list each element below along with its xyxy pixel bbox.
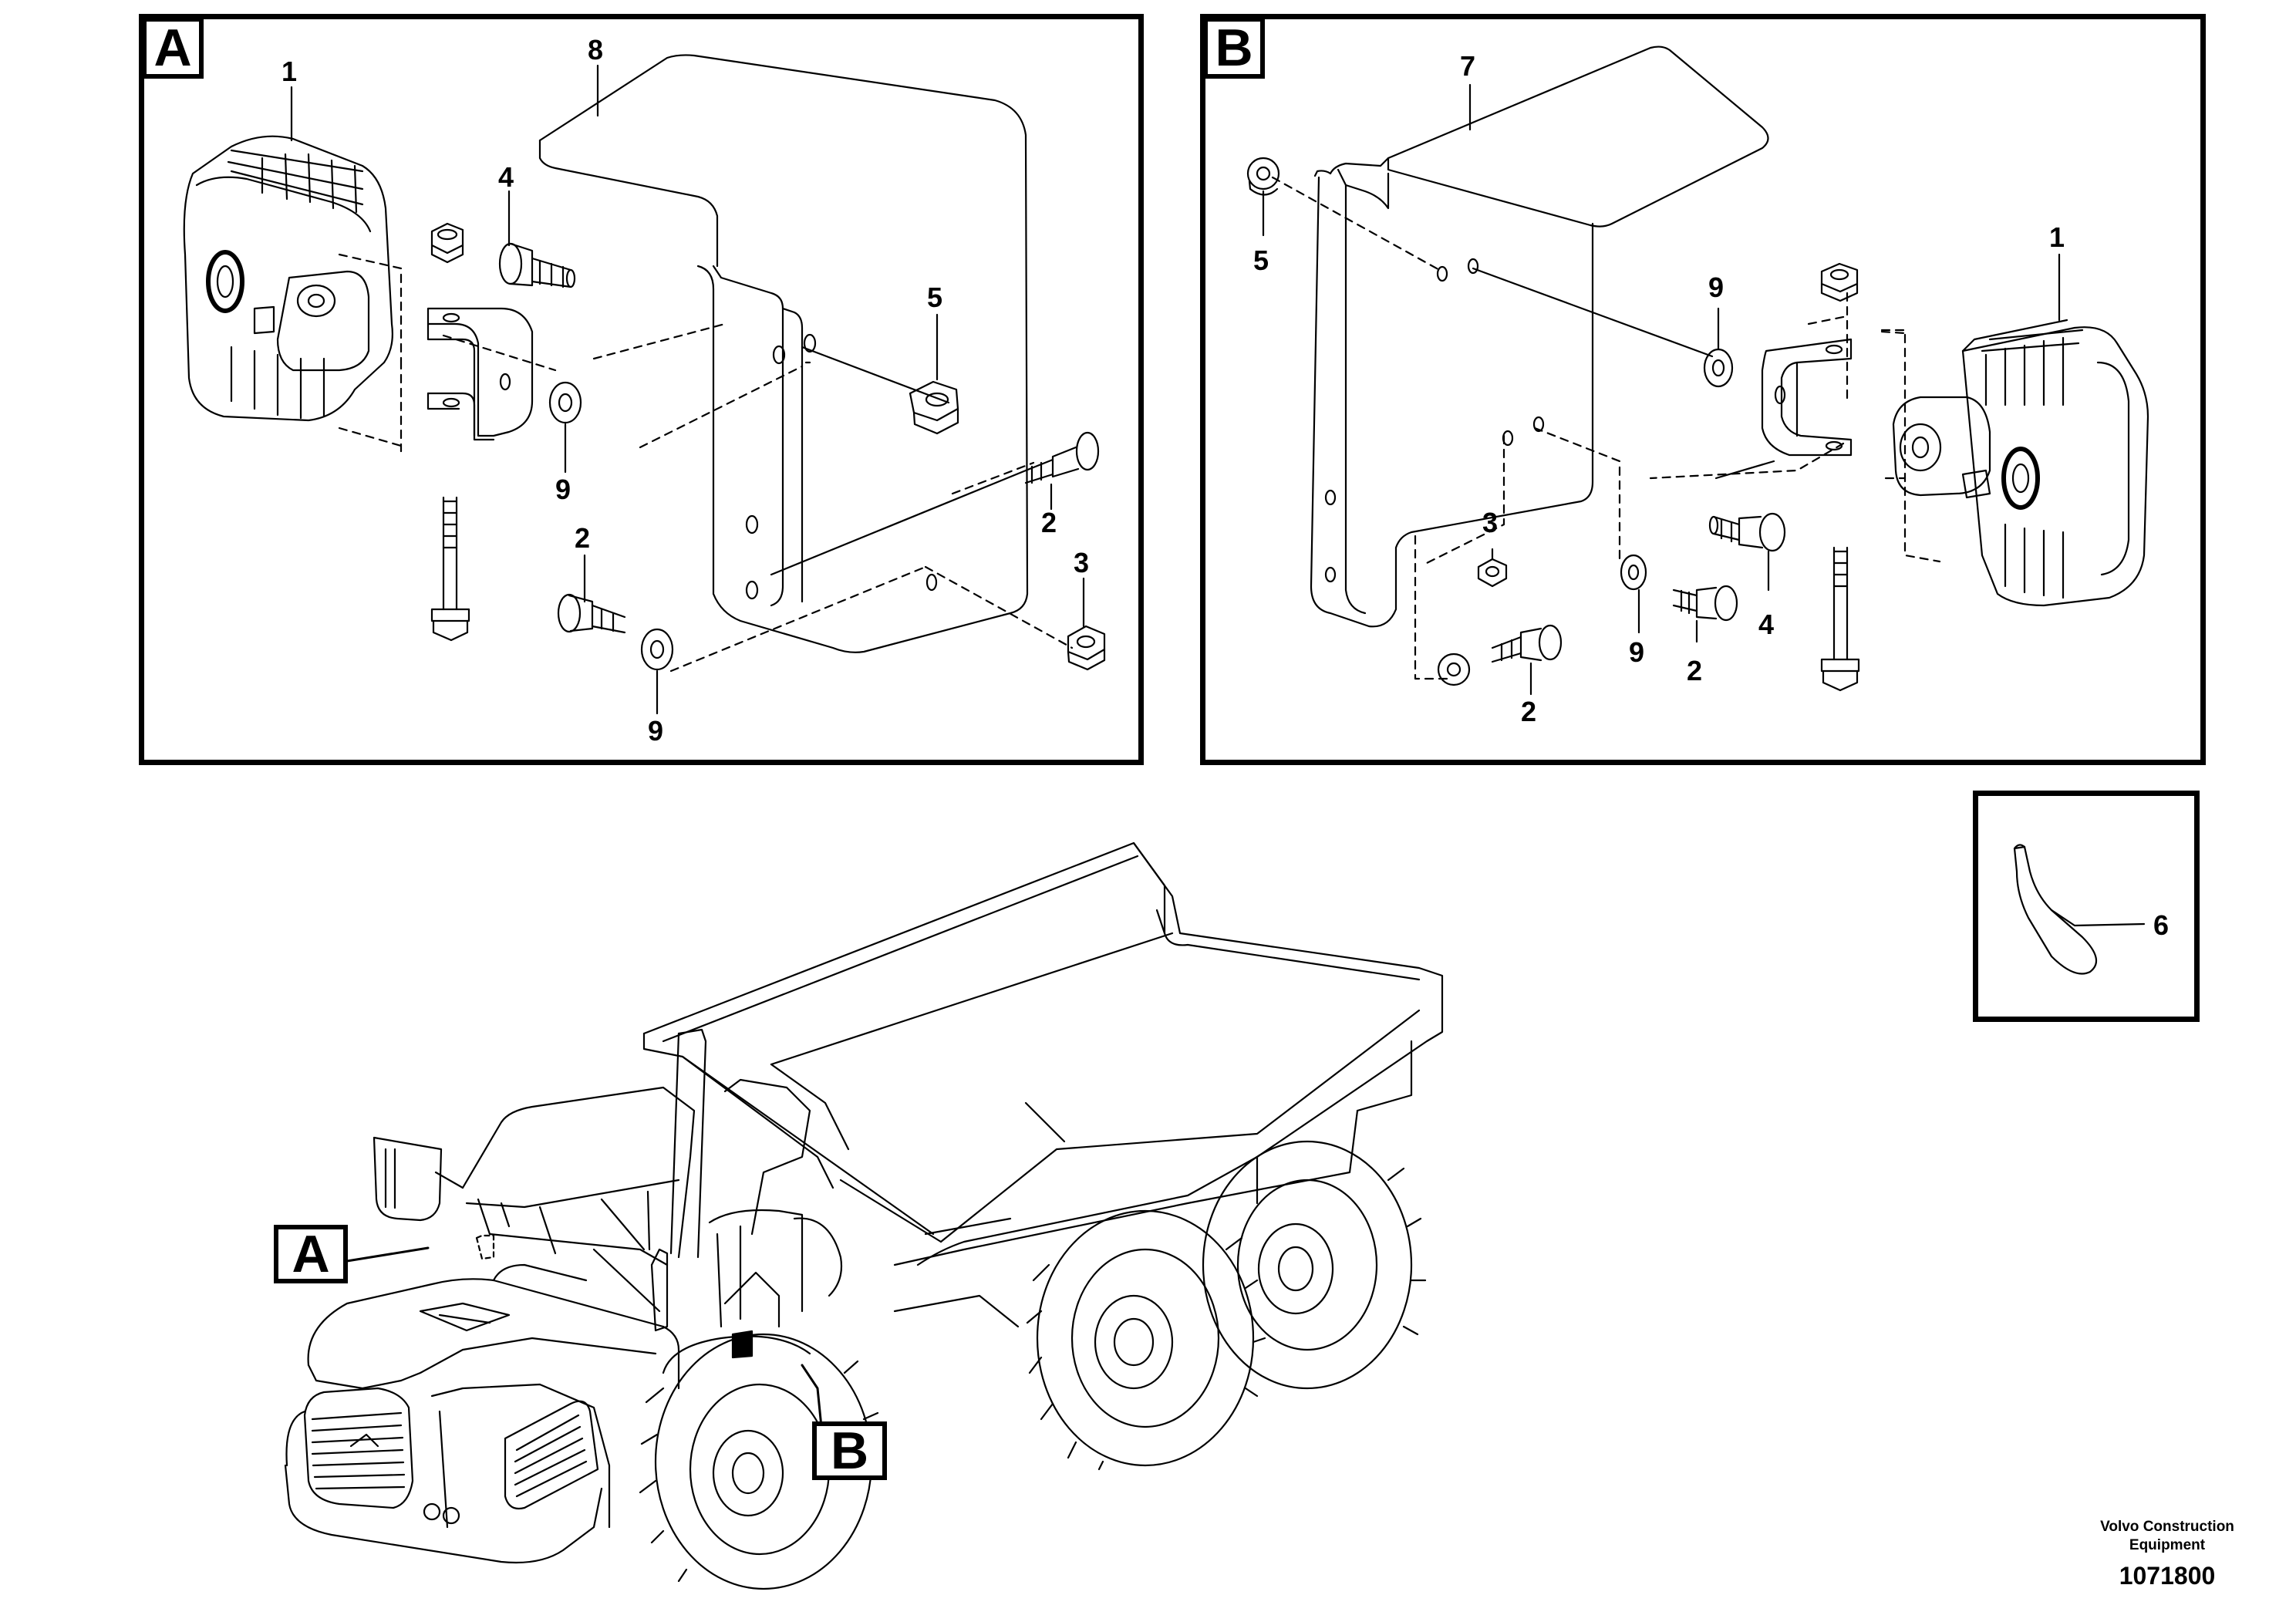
company-name: Volvo Construction Equipment — [2067, 1518, 2267, 1555]
callout-b-9-lower: 9 — [1629, 636, 1645, 668]
leader-lines-b — [1263, 85, 2059, 694]
dashed-guides-a — [339, 255, 1072, 671]
callout-b-4: 4 — [1758, 609, 1775, 640]
company-line-1: Volvo Construction — [2100, 1519, 2234, 1535]
bolt-a-4 — [500, 244, 575, 287]
callout-a-4: 4 — [498, 161, 514, 193]
machine-tag-b: B — [812, 1421, 887, 1480]
long-bolt-a — [432, 497, 469, 640]
dashed-guides-b — [1273, 177, 1940, 679]
callout-a-9-upper: 9 — [555, 474, 571, 505]
callout-b-5: 5 — [1253, 244, 1269, 276]
callout-a-2-right: 2 — [1041, 507, 1057, 538]
company-line-2: Equipment — [2129, 1537, 2206, 1553]
leader-lines-a — [292, 66, 1084, 713]
callout-b-1: 1 — [2049, 221, 2065, 253]
detail-panel-b — [1200, 14, 2206, 765]
nut-b-top — [1822, 264, 1857, 301]
callout-a-9-lower: 9 — [648, 715, 664, 747]
nut-a-3 — [1068, 626, 1104, 669]
bolt-b-2-middle — [1674, 586, 1737, 620]
nut-a-5 — [910, 382, 958, 433]
callout-a-8: 8 — [588, 34, 604, 66]
callout-c-6: 6 — [2153, 909, 2170, 941]
panel-a-tag: A — [142, 17, 204, 79]
bolt-b-2-lower — [1438, 626, 1561, 685]
plate-b-7 — [1311, 47, 1768, 627]
washer-b-5 — [1248, 158, 1279, 195]
bolt-b-4 — [1710, 514, 1785, 551]
callout-a-2-lower: 2 — [575, 522, 591, 554]
callout-b-9-upper: 9 — [1708, 271, 1725, 303]
long-bolt-b — [1822, 548, 1859, 690]
drawing-number: 1071800 — [2119, 1562, 2216, 1590]
washer-b-9-lower — [1621, 555, 1646, 589]
callout-b-3: 3 — [1482, 507, 1499, 538]
detail-panel-a — [139, 14, 1144, 765]
callout-a-5: 5 — [927, 282, 943, 313]
nut-b-3 — [1478, 559, 1506, 586]
lamp-bracket-b — [1762, 339, 1851, 455]
washer-a-lower — [642, 629, 673, 669]
callout-b-7: 7 — [1460, 50, 1476, 82]
machine-tag-a: A — [274, 1225, 348, 1283]
cable-tie — [2014, 845, 2144, 973]
lamp-bracket-a — [428, 309, 532, 440]
nut-a-top — [432, 224, 463, 262]
work-lamp-b — [1893, 320, 2148, 605]
callout-a-1: 1 — [282, 56, 298, 87]
articulated-hauler — [285, 843, 1442, 1589]
washer-b-9-upper — [1704, 349, 1732, 386]
detail-panel-cable-tie — [1973, 791, 2200, 1022]
work-lamp-a — [184, 137, 393, 420]
washer-a-upper — [550, 383, 581, 423]
rear-wheel-1 — [1027, 1211, 1265, 1469]
rear-wheel-2 — [1203, 1141, 1425, 1388]
panel-b-tag: B — [1203, 17, 1265, 79]
callout-b-2-lower: 2 — [1521, 696, 1537, 727]
bolt-a-2-right — [771, 433, 1098, 575]
plate-a-8 — [540, 55, 1027, 652]
bolt-a-2-lower — [558, 595, 625, 632]
callout-b-2-middle: 2 — [1687, 655, 1703, 686]
callout-a-3: 3 — [1074, 547, 1090, 578]
